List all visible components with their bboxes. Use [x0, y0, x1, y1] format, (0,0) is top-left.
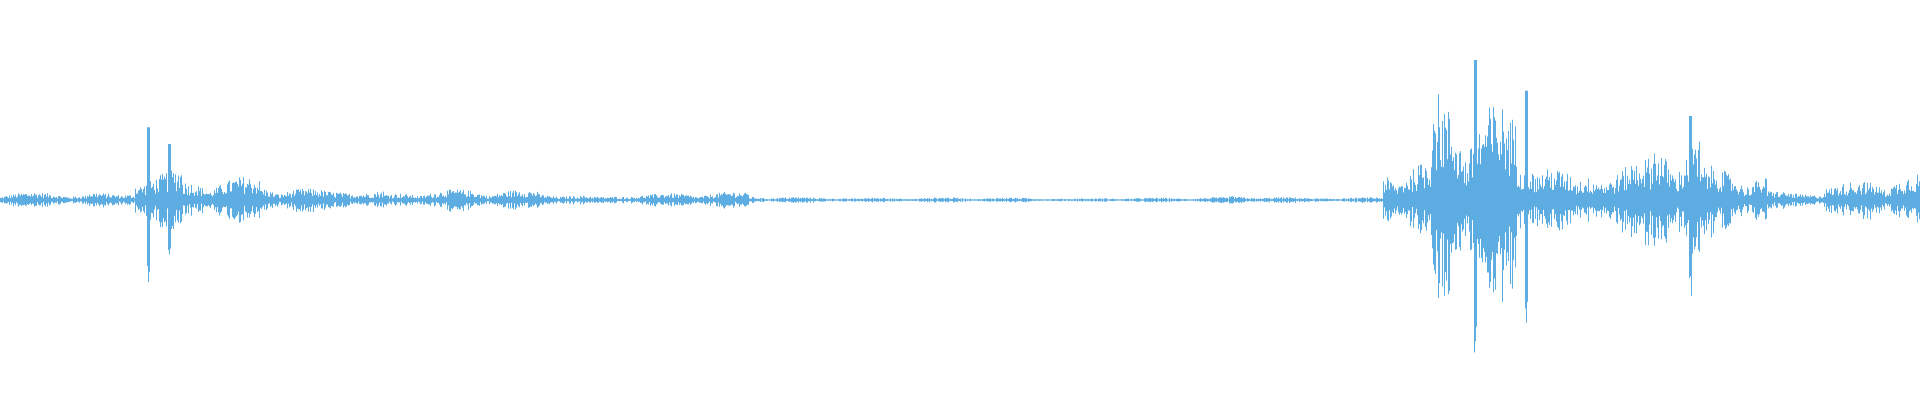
- waveform-bars: [0, 60, 1920, 353]
